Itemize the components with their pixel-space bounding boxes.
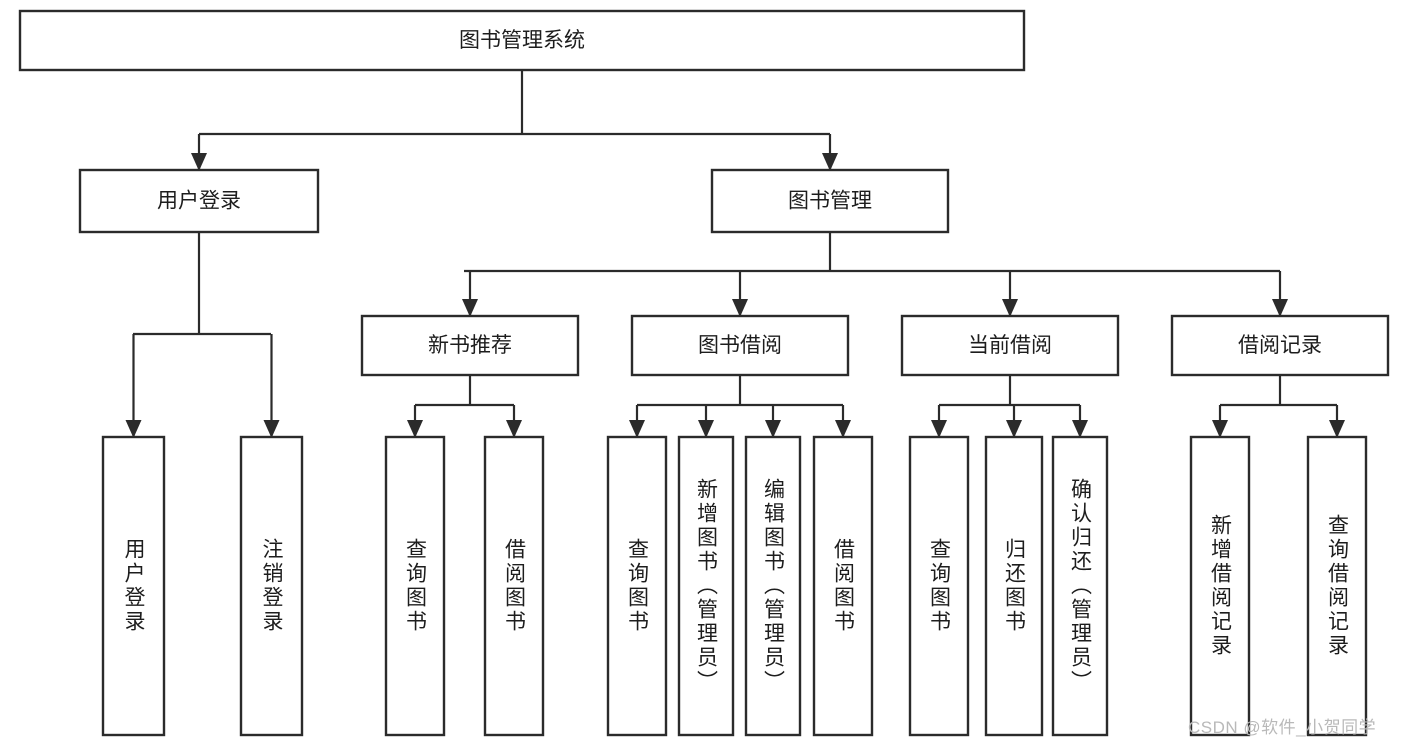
arrow-head-icon xyxy=(1002,299,1018,317)
node-box-n3[interactable] xyxy=(360,314,580,377)
arrow-head-icon xyxy=(822,153,838,171)
arrow-head-icon xyxy=(1006,420,1022,438)
node-box-l2[interactable] xyxy=(239,435,304,737)
edge-n3-to-l4 xyxy=(506,405,522,438)
edge-root-to-n1 xyxy=(191,134,207,171)
node-box-l4[interactable] xyxy=(483,435,545,737)
node-box-l8[interactable] xyxy=(812,435,874,737)
connector-n4-bar xyxy=(637,375,843,407)
arrow-head-icon xyxy=(931,420,947,438)
edge-n2-to-n5 xyxy=(1002,271,1018,317)
node-box-l7[interactable] xyxy=(744,435,802,737)
node-box-n6[interactable] xyxy=(1170,314,1390,377)
node-box-l1[interactable] xyxy=(101,435,166,737)
arrow-head-icon xyxy=(125,420,142,438)
node-box-n4[interactable] xyxy=(630,314,850,377)
node-box-root[interactable] xyxy=(18,9,1026,72)
node-box-l3[interactable] xyxy=(384,435,446,737)
arrow-head-icon xyxy=(732,299,748,317)
connector-root-bar xyxy=(199,70,830,136)
connector-n5-bar xyxy=(939,375,1080,407)
edge-n1-to-l1 xyxy=(125,334,142,438)
arrow-head-icon xyxy=(629,420,645,438)
arrow-head-icon xyxy=(1212,420,1228,438)
connector-n6-bar xyxy=(1220,375,1337,407)
edge-n3-to-l3 xyxy=(407,405,423,438)
arrow-head-icon xyxy=(191,153,207,171)
node-label-n5: 当前借阅 xyxy=(968,334,1052,357)
node-box-l13[interactable] xyxy=(1306,435,1368,737)
arrow-head-icon xyxy=(462,299,478,317)
node-label-n1: 用户登录 xyxy=(157,190,241,213)
arrow-head-icon xyxy=(506,420,522,438)
watermark: CSDN @软件_小贺同学 xyxy=(1188,718,1377,737)
node-label-root: 图书管理系统 xyxy=(459,29,585,52)
edge-n6-to-l12 xyxy=(1212,405,1228,438)
edge-root-to-n2 xyxy=(822,134,838,171)
node-box-n2[interactable] xyxy=(710,168,950,234)
connector-n1-bar xyxy=(133,232,271,336)
arrow-head-icon xyxy=(698,420,714,438)
arrow-head-icon xyxy=(1329,420,1345,438)
nodes-layer xyxy=(18,9,1390,737)
node-box-n1[interactable] xyxy=(78,168,320,234)
edge-n2-to-n6 xyxy=(1272,271,1288,317)
edge-n5-to-l10 xyxy=(1006,405,1022,438)
arrow-head-icon xyxy=(263,420,280,438)
edge-n4-to-l8 xyxy=(835,405,851,438)
edge-n1-to-l2 xyxy=(263,334,280,438)
connector-n2-bar xyxy=(464,232,1280,273)
edge-n4-to-l6 xyxy=(698,405,714,438)
edge-n2-to-n3 xyxy=(462,271,478,317)
edge-n5-to-l9 xyxy=(931,405,947,438)
edge-n4-to-l5 xyxy=(629,405,645,438)
node-box-l10[interactable] xyxy=(984,435,1044,737)
node-box-l12[interactable] xyxy=(1189,435,1251,737)
edges-layer xyxy=(125,70,1345,438)
node-label-n6: 借阅记录 xyxy=(1238,334,1322,357)
edge-n5-to-l11 xyxy=(1072,405,1088,438)
edge-n2-to-n4 xyxy=(732,271,748,317)
edge-n6-to-l13 xyxy=(1329,405,1345,438)
node-box-l9[interactable] xyxy=(908,435,970,737)
node-box-l11[interactable] xyxy=(1051,435,1109,737)
arrow-head-icon xyxy=(1072,420,1088,438)
node-box-l5[interactable] xyxy=(606,435,668,737)
connector-n3-bar xyxy=(415,375,514,407)
node-label-n3: 新书推荐 xyxy=(428,334,512,357)
node-box-l6[interactable] xyxy=(677,435,735,737)
arrow-head-icon xyxy=(1272,299,1288,317)
arrow-head-icon xyxy=(835,420,851,438)
arrow-head-icon xyxy=(407,420,423,438)
edge-n4-to-l7 xyxy=(765,405,781,438)
arrow-head-icon xyxy=(765,420,781,438)
node-box-n5[interactable] xyxy=(900,314,1120,377)
node-label-n2: 图书管理 xyxy=(788,190,872,213)
node-label-n4: 图书借阅 xyxy=(698,334,782,357)
